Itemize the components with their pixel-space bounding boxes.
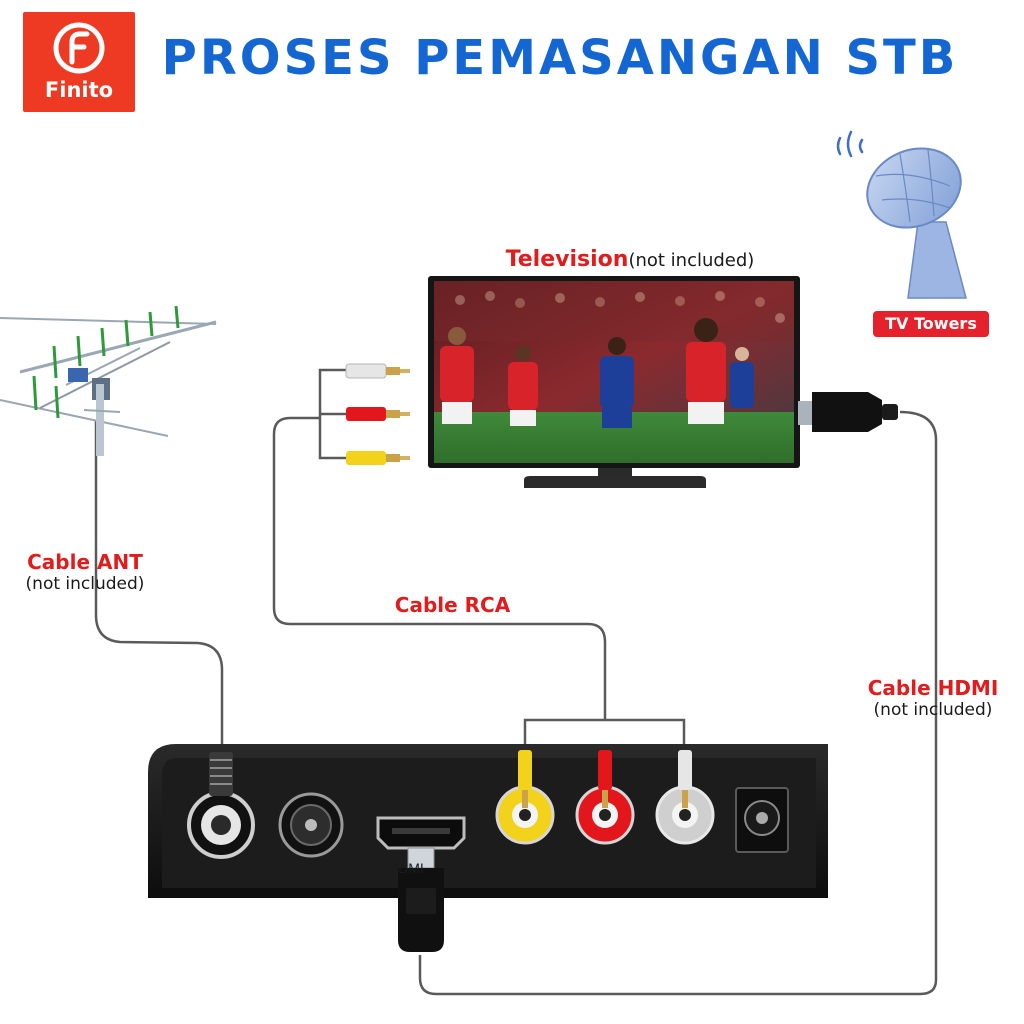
television-icon (428, 276, 800, 488)
port-label-rf-out: RF OUT (284, 872, 337, 888)
television-label: Television(not included) (430, 247, 830, 272)
finito-logo-icon (53, 22, 105, 74)
set-top-box-icon (148, 744, 828, 952)
port-label-dc: DC 12V (740, 860, 790, 876)
cable-ant-label: Cable ANT (not included) (10, 550, 160, 594)
finito-logo: Finito (23, 12, 135, 112)
cable-ant-title: Cable ANT (27, 550, 143, 574)
rca-plug-icon (345, 363, 410, 465)
cable-rca-title: Cable RCA (394, 593, 511, 617)
brand-name: Finito (44, 78, 114, 102)
port-label-video: VIDEO (502, 853, 546, 869)
television-title: Television (505, 247, 629, 272)
cable-hdmi-label: Cable HDMI (not included) (857, 676, 1009, 720)
yagi-antenna-icon (0, 305, 217, 456)
cable-ant-note: (not included) (25, 574, 145, 594)
port-label-audio-r: AUDIO R (577, 853, 636, 869)
page-title: PROSES PEMASANGAN STB (161, 30, 959, 86)
cable-ant-wire (94, 420, 224, 760)
cable-rca-label: Cable RCA (380, 593, 525, 617)
tv-towers-badge: TV Towers (873, 311, 989, 337)
television-note: (not included) (628, 250, 755, 271)
port-label-audio-l: AUDIO L (657, 853, 714, 869)
cable-rca-wire (272, 416, 607, 720)
cable-hdmi-title: Cable HDMI (867, 676, 999, 700)
hdmi-plug-icon (798, 392, 898, 432)
cable-hdmi-wire (418, 410, 938, 996)
rca-bracket-box (523, 718, 686, 752)
satellite-dish-icon (836, 130, 967, 299)
port-label-hdmi: HDMI (388, 860, 424, 876)
cable-hdmi-note: (not included) (873, 700, 993, 720)
port-label-rf-in: RF IN (196, 872, 233, 888)
